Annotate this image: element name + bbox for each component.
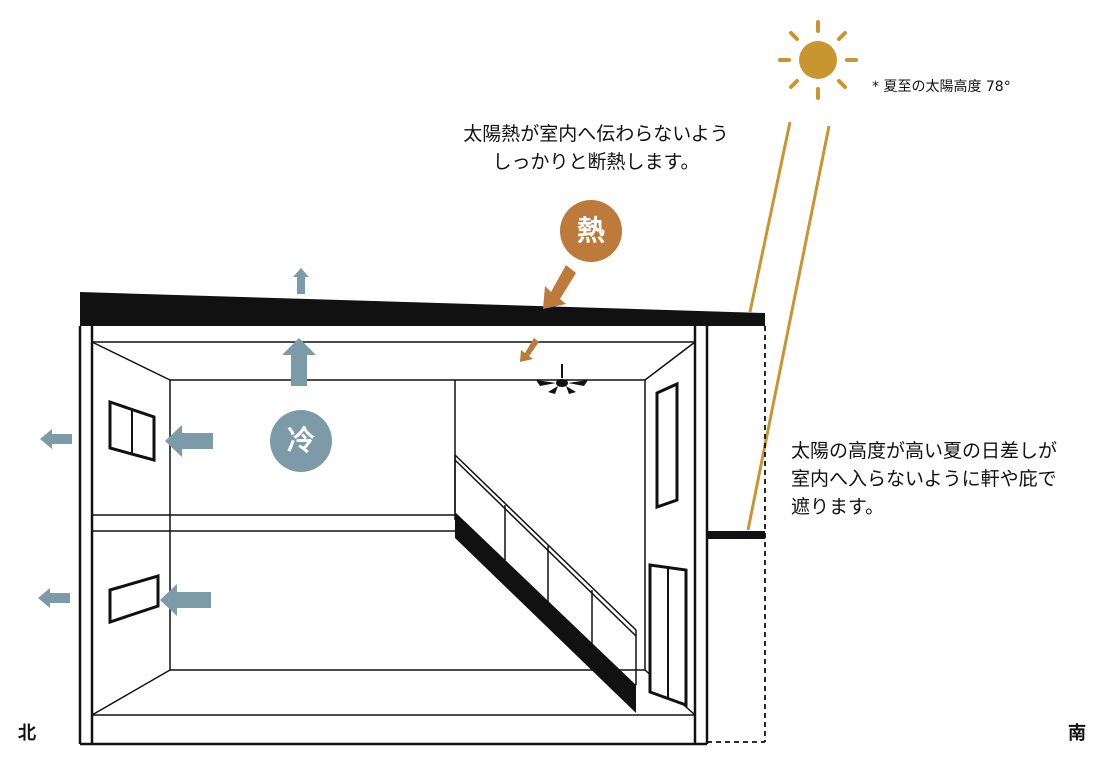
eaves-caption-line3: 遮ります。 [791,496,885,518]
heat-caption-line1: 太陽熱が室内へ伝わらないよう [463,123,729,145]
arrow-left-small-icon [40,429,72,449]
canopy [707,531,765,539]
sun-rays [746,121,831,531]
heat-caption-line2: しっかりと断熱します。 [492,151,700,173]
arrow-down-left-large-icon [543,265,576,309]
heat-badge: 熱 [560,200,622,262]
arrow-left-large-icon [165,425,213,457]
direction-north: 北 [18,723,36,744]
window-upper-right [655,381,679,510]
arrow-up-large-icon [282,338,316,386]
roof [80,292,765,326]
arrow-down-left-small-icon [520,338,539,362]
eaves-caption-line1: 太陽の高度が高い夏の日差しが [791,440,1058,462]
heat-arrows [520,265,576,362]
direction-south: 南 [1068,723,1086,744]
sun-altitude-note: * 夏至の太陽高度 78° [872,79,1011,95]
ceiling-fan-icon [536,364,588,394]
eaves-caption-line2: 室内へ入らないように軒や庇で [791,468,1057,490]
sun-icon [778,20,858,100]
eaves-caption: 太陽の高度が高い夏の日差しが 室内へ入らないように軒や庇で 遮ります。 [791,437,1057,521]
dashed-outline [707,326,766,743]
cool-arrows [38,268,316,616]
floor-slab [92,514,455,532]
window-upper-left [108,399,156,462]
arrow-left-small-icon [38,588,70,608]
staircase [454,454,637,713]
arrow-up-small-icon [293,268,309,294]
window-lower-left [108,574,160,625]
window-lower-right [648,563,688,708]
arrow-left-large-icon [160,584,211,616]
heat-caption: 太陽熱が室内へ伝わらないよう しっかりと断熱します。 [439,120,753,176]
cool-badge: 冷 [270,410,332,472]
building-walls [78,326,709,746]
